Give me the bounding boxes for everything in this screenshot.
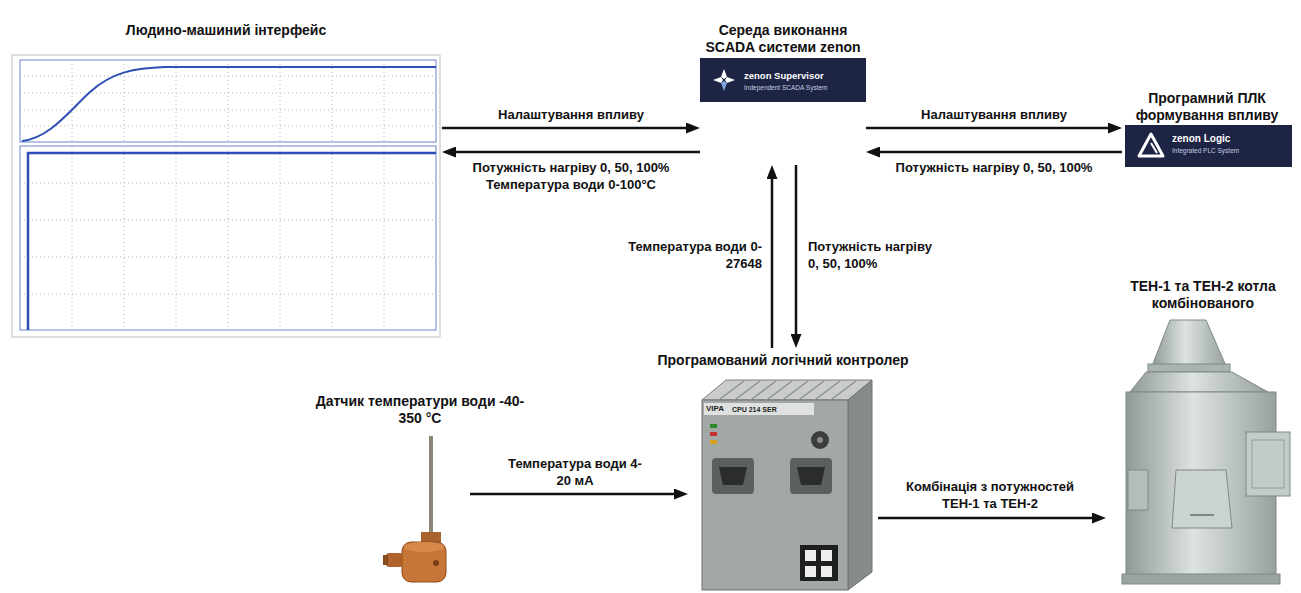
- flow-arrow: [449, 151, 700, 154]
- temperature-sensor: Датчик температури води -40-350 °C: [370, 393, 470, 588]
- plc-led: [710, 432, 717, 436]
- soft-plc: Програмний ПЛК формування впливу zenon Lo…: [1122, 90, 1292, 168]
- sensor-nut: [421, 532, 441, 543]
- db9-port: [790, 458, 832, 494]
- node-heading: Середа виконання SCADA системи zenon: [693, 22, 873, 56]
- chart-grid: [20, 146, 436, 330]
- plc-led: [710, 440, 717, 444]
- logo-box: [1125, 125, 1292, 167]
- node-heading: ТЕН-1 та ТЕН-2 котла комбінованого: [1118, 278, 1288, 312]
- flow-arrow: [771, 172, 774, 348]
- plc-vents: [720, 381, 856, 399]
- zenon-star: [713, 69, 735, 91]
- power-connector: [800, 545, 838, 581]
- db9-port: [719, 467, 747, 485]
- edge-label: Температура води 4-20 мА: [505, 455, 645, 489]
- temperature-sensor: [383, 436, 446, 582]
- device-model: CPU 214 SER: [732, 405, 804, 414]
- chart-grid: [20, 60, 436, 142]
- boiler-flap: [1190, 514, 1214, 516]
- sensor-probe: [429, 436, 433, 536]
- flow-arrow: [878, 517, 1099, 520]
- boiler-door: [1252, 440, 1284, 488]
- logo-subtext: Independent SCADA System: [744, 84, 862, 92]
- db9-port: [712, 458, 754, 494]
- zenon-logic-logo: [1125, 125, 1292, 167]
- logic-triangle: [1139, 134, 1163, 156]
- logo-subtext: Integrated PLC System: [1172, 147, 1287, 155]
- edge-label: Температура води 0-27648: [612, 238, 762, 272]
- flow-arrow: [795, 165, 798, 341]
- plc-switch: [811, 431, 829, 449]
- plc-front: [702, 400, 848, 590]
- chart-panel: [20, 60, 436, 142]
- zenon-supervisor-logo: [700, 58, 866, 102]
- scada-runtime: Середа виконання SCADA системи zenonzeno…: [700, 22, 866, 165]
- temperature-curve: [22, 67, 436, 141]
- cable-gland: [383, 555, 388, 565]
- boiler-base: [1122, 574, 1280, 584]
- device-brand: VIPA: [706, 404, 732, 414]
- chart-frame: [12, 55, 440, 337]
- sensor-head: [402, 542, 446, 582]
- boiler-flap: [1128, 470, 1148, 510]
- boiler-hood: [1130, 372, 1268, 392]
- logic-triangle: [1151, 143, 1157, 153]
- edge-label: Налаштування впливу: [874, 106, 1114, 123]
- plc-label-strip: [704, 403, 814, 415]
- chart-panel: [20, 146, 436, 330]
- flow-arrow: [442, 127, 693, 130]
- boiler: [1122, 320, 1290, 584]
- edge-label: Потужність нагріву 0, 50, 100%: [869, 159, 1119, 176]
- cable-gland: [386, 553, 403, 567]
- flow-arrow: [873, 151, 1122, 154]
- plc-top: [702, 380, 872, 400]
- power-connector: [805, 550, 816, 561]
- power-connector: [805, 566, 816, 577]
- edge-label: Комбінація з потужностей ТЕН-1 та ТЕН-2: [892, 478, 1088, 512]
- sensor-screw: [433, 560, 439, 566]
- logo-box: [700, 58, 866, 102]
- plc-switch: [817, 437, 823, 443]
- db9-port: [797, 467, 825, 485]
- node-heading: Людино-машиний інтерфейс: [10, 22, 442, 39]
- boiler-door: [1246, 432, 1290, 496]
- power-connector: [821, 550, 832, 561]
- edge-label: Налаштування впливу: [451, 106, 691, 123]
- node-heading: Датчик температури води -40-350 °C: [315, 393, 525, 427]
- boiler-collar: [1148, 364, 1230, 372]
- plc-side: [848, 380, 872, 590]
- node-heading: Програмований логічний контролер: [633, 352, 933, 369]
- edge-label: Потужність нагріву 0, 50, 100% Температу…: [451, 159, 691, 193]
- hmi-panel: Людино-машиний інтерфейс: [10, 22, 442, 337]
- logo-text: zenon Logic: [1172, 133, 1287, 145]
- edge-label: Потужність нагріву 0, 50, 100%: [808, 238, 940, 272]
- boiler-heaters: ТЕН-1 та ТЕН-2 котла комбінованого: [1106, 278, 1296, 591]
- boiler-flap: [1172, 470, 1232, 528]
- flow-arrow: [470, 493, 681, 496]
- plc-controller: Програмований логічний контролерVIPACPU …: [688, 348, 878, 592]
- power-connector: [821, 566, 832, 577]
- flow-arrow: [866, 127, 1115, 130]
- logo-text: zenon Supervisor: [744, 70, 862, 82]
- plc-device: [702, 380, 872, 590]
- power-step: [28, 153, 436, 330]
- node-heading: Програмний ПЛК формування впливу: [1127, 90, 1287, 124]
- hmi-chart: [12, 55, 440, 337]
- boiler-chimney: [1152, 320, 1226, 366]
- plc-led: [710, 424, 717, 428]
- sensor-head: [404, 542, 444, 552]
